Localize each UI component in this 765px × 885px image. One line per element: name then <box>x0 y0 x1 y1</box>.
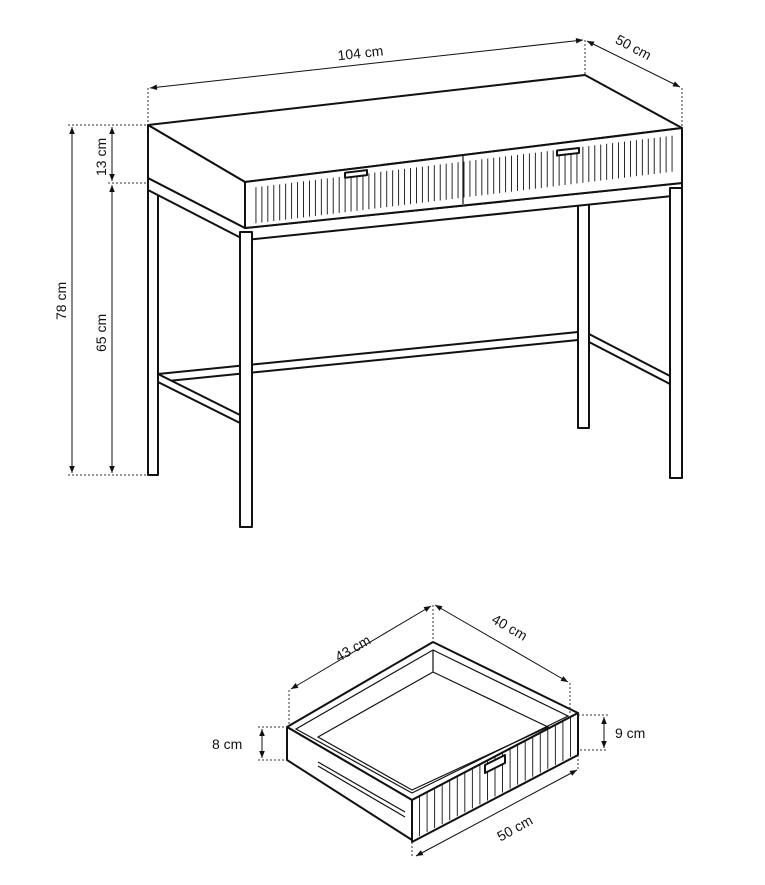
desk-leg-front-right <box>669 187 683 479</box>
desk-lower-stretcher-left <box>157 373 241 424</box>
desk-lower-stretcher-back <box>157 331 579 383</box>
depth-dimension-line <box>586 40 681 88</box>
desk-drawing <box>147 74 683 528</box>
desk-top-height-label: 13 cm <box>93 138 109 176</box>
width-dimension-line <box>149 37 584 91</box>
drawer-handle-right <box>556 147 580 157</box>
drawer-front-height-label: 9 cm <box>615 725 645 741</box>
drawer-handle-left <box>344 169 368 179</box>
desk-width-label: 104 cm <box>337 42 384 63</box>
desk-leg-back-left <box>147 179 159 476</box>
drawer-runner <box>317 761 406 813</box>
drawer-inner-width-label: 40 cm <box>489 611 530 644</box>
drawer-length-dimension-line <box>290 605 432 690</box>
desk-leg-back-right <box>577 199 590 429</box>
desk-leg-front-left <box>239 231 253 528</box>
drawer-length-label: 43 cm <box>332 632 373 665</box>
drawer-front-width-dimension-line <box>415 769 578 857</box>
drawer-side-height-label: 8 cm <box>212 736 242 752</box>
drawer-front-width-label: 50 cm <box>494 812 535 844</box>
desk-leg-height-label: 65 cm <box>93 314 109 352</box>
drawer-drawing <box>286 641 579 843</box>
desk-depth-label: 50 cm <box>613 31 654 63</box>
drawer-inner-width-dimension-line <box>434 604 569 683</box>
desk-lower-stretcher-right <box>588 333 671 385</box>
desk-drawer-flutes <box>255 135 673 224</box>
desk-dimensions: 104 cm 50 cm 78 cm 13 cm 65 cm <box>53 31 683 476</box>
desk-total-height-label: 78 cm <box>53 282 69 320</box>
